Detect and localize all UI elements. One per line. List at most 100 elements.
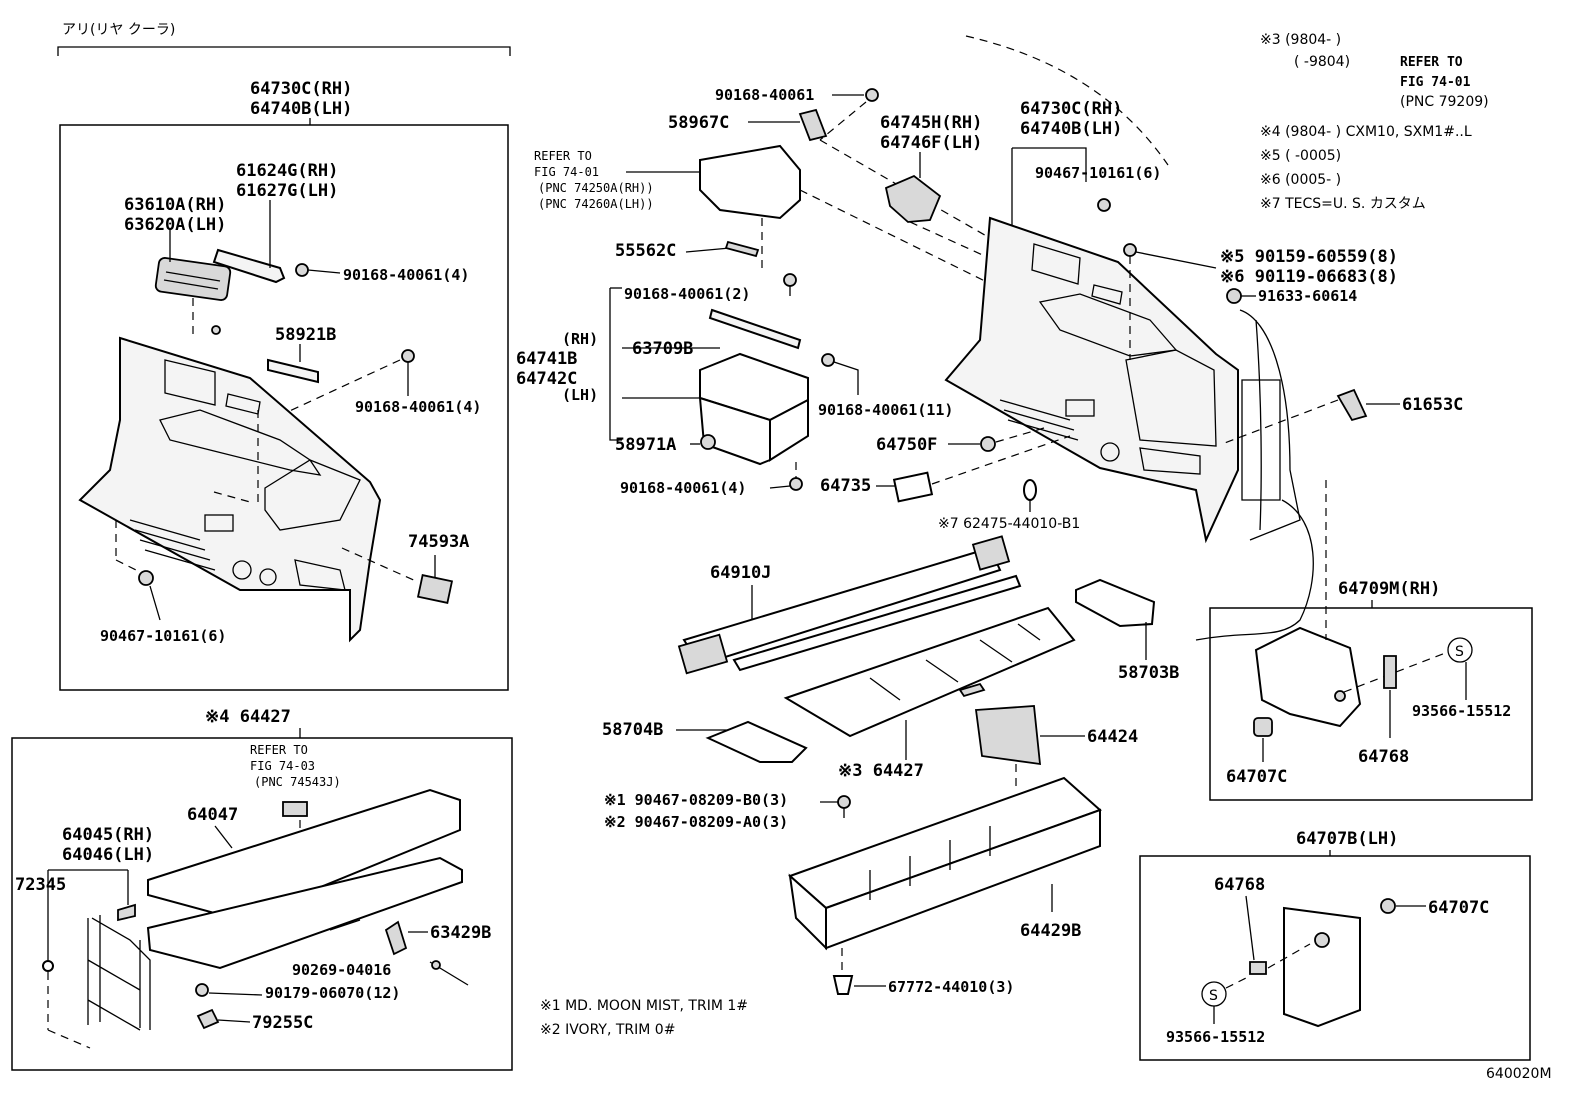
svg-text:58703B: 58703B <box>1118 663 1179 683</box>
svg-text:64746F(LH): 64746F(LH) <box>880 133 982 153</box>
note-4: ※4 (9804- ) CXM10, SXM1#..L <box>1260 124 1472 140</box>
svg-text:64707C: 64707C <box>1226 767 1287 787</box>
bracket-58967c: 58967C <box>668 108 1081 291</box>
label-72345: 72345 <box>15 875 66 895</box>
screw-90168-40061-top: 90168-40061 <box>715 86 879 141</box>
svg-text:REFER TO: REFER TO <box>1400 55 1463 70</box>
svg-text:55562C: 55562C <box>615 241 676 261</box>
frame-64045 <box>87 915 151 1031</box>
svg-text:64768: 64768 <box>1214 875 1265 895</box>
label-63610a-rh: 63610A(RH) <box>124 195 226 215</box>
box-64709m-section: 64709M(RH) S 93566-15512 64768 64707C <box>1209 480 1533 801</box>
svg-text:90467-10161(6): 90467-10161(6) <box>1035 164 1161 182</box>
left-lower-section: ※4 64427 REFER TO FIG 74-03 (PNC 74543J)… <box>11 707 513 1071</box>
right-assembly: 64730C(RH) 64740B(LH) 90467-10161(6) ※5 … <box>820 35 1463 641</box>
notes-section: ※3 (9804- ) ( -9804) REFER TO FIG 74-01 … <box>1260 32 1489 212</box>
svg-text:FIG 74-03: FIG 74-03 <box>250 759 315 773</box>
svg-text:※2 90467-08209-A0(3): ※2 90467-08209-A0(3) <box>604 813 788 831</box>
svg-text:64707B(LH): 64707B(LH) <box>1296 829 1398 849</box>
label-64047: 64047 <box>187 805 238 825</box>
screw-90168-40061-a: 90168-40061(4) <box>295 263 469 284</box>
svg-text:※7 62475-44010-B1: ※7 62475-44010-B1 <box>938 516 1080 532</box>
pin-90269-04016: 90269-04016 <box>292 960 469 986</box>
screw-90168-40061-b: 90168-40061(4) <box>269 349 481 421</box>
svg-text:90168-40061(4): 90168-40061(4) <box>343 266 469 284</box>
svg-text:FIG 74-01: FIG 74-01 <box>534 165 599 179</box>
pocket-64424: 64424 <box>974 705 1138 790</box>
cover-64910j: 64910J <box>677 535 1022 675</box>
clip-90467-10161-a: 90467-10161(6) <box>100 520 226 645</box>
svg-text:64750F: 64750F <box>876 435 937 455</box>
svg-text:74593A: 74593A <box>408 532 469 552</box>
svg-text:REFER TO: REFER TO <box>534 149 592 163</box>
svg-text:64424: 64424 <box>1087 727 1138 747</box>
svg-text:(PNC 74250A(RH)): (PNC 74250A(RH)) <box>538 181 654 195</box>
screw-90168-40061-c: 90168-40061(4) <box>620 462 803 497</box>
group-bracket-64741b <box>609 288 622 441</box>
svg-text:※5 90159-60559(8): ※5 90159-60559(8) <box>1220 247 1398 267</box>
left-upper-section: アリ(リヤ クーラ) 64730C(RH) 64740B(LH) 61624G(… <box>57 22 511 691</box>
clip-61624g <box>212 200 286 284</box>
svg-text:64730C(RH): 64730C(RH) <box>1020 99 1122 119</box>
svg-text:90168-40061(11): 90168-40061(11) <box>818 401 953 419</box>
svg-text:S: S <box>1455 644 1464 660</box>
svg-text:63709B: 63709B <box>632 339 693 359</box>
box-64707b-section: 64707B(LH) 64707C 64768 S 93566-15512 <box>1139 829 1531 1061</box>
clip-55562c: 55562C <box>615 240 760 261</box>
svg-text:58967C: 58967C <box>668 113 729 133</box>
clip-79255c: 79255C <box>196 1008 313 1033</box>
svg-text:58921B: 58921B <box>275 325 336 345</box>
svg-text:90168-40061(2): 90168-40061(2) <box>624 285 750 303</box>
screw-90168-40061-11: 90168-40061(11) <box>818 353 953 419</box>
svg-text:64741B: 64741B <box>516 349 577 369</box>
svg-text:90269-04016: 90269-04016 <box>292 961 391 979</box>
label-64427-a: ※4 64427 <box>205 707 291 727</box>
svg-text:(RH): (RH) <box>562 330 598 348</box>
svg-text:64709M(RH): 64709M(RH) <box>1338 579 1440 599</box>
svg-text:(PNC 74260A(LH)): (PNC 74260A(LH)) <box>538 197 654 211</box>
svg-text:93566-15512: 93566-15512 <box>1166 1028 1265 1046</box>
label-63620a-lh: 63620A(LH) <box>124 215 226 235</box>
clip-61653c <box>1336 388 1368 422</box>
side-trim-panel-right <box>944 216 1314 641</box>
note-3b: ( -9804) <box>1294 54 1350 70</box>
left-lower-box <box>11 737 513 1071</box>
svg-text:64735: 64735 <box>820 476 871 496</box>
box-64429b: 64429B <box>788 776 1102 972</box>
svg-text:(PNC 74543J): (PNC 74543J) <box>254 775 341 789</box>
panel-58703b: 58703B <box>1075 578 1179 683</box>
svg-text:64740B(LH): 64740B(LH) <box>1020 119 1122 139</box>
svg-text:93566-15512: 93566-15512 <box>1412 702 1511 720</box>
grille-74593a: 74593A <box>341 532 469 604</box>
center-section: REFER TO FIG 74-01 (PNC 74250A(RH)) (PNC… <box>516 86 1179 1038</box>
svg-text:FIG 74-01: FIG 74-01 <box>1400 75 1471 90</box>
svg-text:(LH): (LH) <box>562 386 598 404</box>
svg-text:REFER TO: REFER TO <box>250 743 308 757</box>
note-5: ※5 ( -0005) <box>1260 148 1341 164</box>
nut-90179-06070: 90179-06070(12) <box>195 983 400 1002</box>
header-bracket <box>57 46 511 56</box>
svg-text:※3 64427: ※3 64427 <box>838 761 924 781</box>
label-64045-rh: 64045(RH) <box>62 825 154 845</box>
panel-58704b: 58704B <box>602 720 808 763</box>
armrest <box>699 144 801 220</box>
footnote-1: ※1 MD. MOON MIST, TRIM 1# <box>540 998 748 1014</box>
clip-90467-08209: ※1 90467-08209-B0(3) ※2 90467-08209-A0(3… <box>604 791 851 831</box>
bracket-63429b: 63429B <box>384 920 491 956</box>
label-61624g-rh: 61624G(RH) <box>236 161 338 181</box>
svg-text:90168-40061: 90168-40061 <box>715 86 814 104</box>
svg-text:90168-40061(4): 90168-40061(4) <box>620 479 746 497</box>
header-jp: アリ(リヤ クーラ) <box>62 22 175 38</box>
svg-text:64910J: 64910J <box>710 563 771 583</box>
svg-text:64429B: 64429B <box>1020 921 1081 941</box>
svg-text:90179-06070(12): 90179-06070(12) <box>265 984 400 1002</box>
left-upper-box <box>59 124 509 691</box>
svg-text:58971A: 58971A <box>615 435 676 455</box>
svg-text:(PNC 79209): (PNC 79209) <box>1400 94 1489 110</box>
svg-text:※1 90467-08209-B0(3): ※1 90467-08209-B0(3) <box>604 791 788 809</box>
svg-text:64745H(RH): 64745H(RH) <box>880 113 982 133</box>
svg-text:90467-10161(6): 90467-10161(6) <box>100 627 226 645</box>
svg-text:64768: 64768 <box>1358 747 1409 767</box>
svg-text:79255C: 79255C <box>252 1013 313 1033</box>
